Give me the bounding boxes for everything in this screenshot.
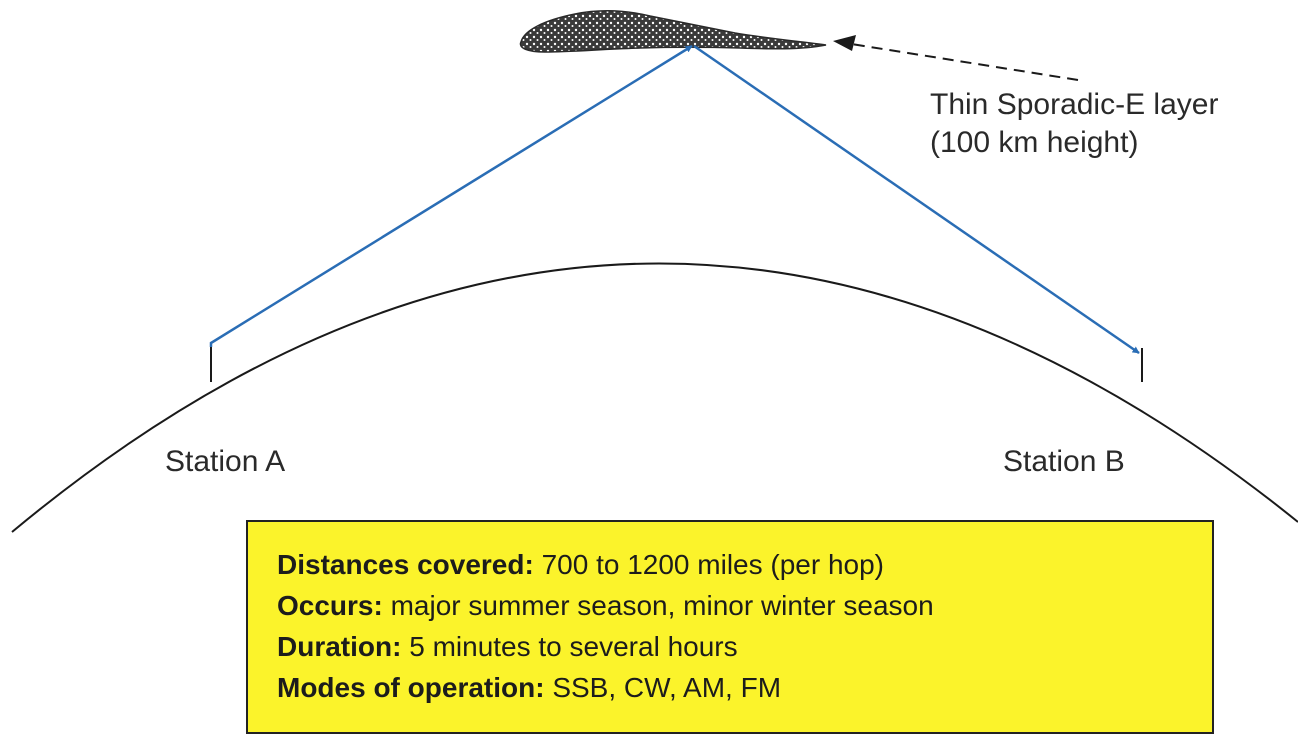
- propagation-info-box: Distances covered: 700 to 1200 miles (pe…: [246, 520, 1214, 734]
- station-b-label: Station B: [1003, 445, 1125, 478]
- info-key: Duration:: [277, 631, 402, 662]
- signal-path-down-arrow: [693, 44, 1140, 355]
- earth-surface-curve: [11, 262, 1298, 533]
- info-row-distances: Distances covered: 700 to 1200 miles (pe…: [277, 544, 1212, 585]
- layer-pointer-arrowhead-icon: [833, 35, 856, 51]
- layer-pointer-dashed-arrow: [844, 42, 1079, 81]
- info-value: SSB, CW, AM, FM: [552, 672, 782, 703]
- sporadic-e-cloud-icon: [519, 10, 827, 53]
- info-key: Occurs:: [277, 590, 383, 621]
- sporadic-e-layer-label: Thin Sporadic-E layer (100 km height): [930, 86, 1218, 162]
- station-a-label: Station A: [165, 445, 286, 478]
- info-value: major summer season, minor winter season: [390, 590, 934, 621]
- layer-label-line-1: Thin Sporadic-E layer: [930, 88, 1219, 121]
- signal-path-up-arrow: [209, 44, 693, 347]
- info-row-duration: Duration: 5 minutes to several hours: [277, 626, 1212, 667]
- info-key: Modes of operation:: [277, 672, 545, 703]
- layer-label-line-2: (100 km height): [930, 126, 1139, 159]
- info-row-occurs: Occurs: major summer season, minor winte…: [277, 585, 1212, 626]
- info-key: Distances covered:: [277, 549, 534, 580]
- info-row-modes: Modes of operation: SSB, CW, AM, FM: [277, 667, 1212, 708]
- info-value: 700 to 1200 miles (per hop): [541, 549, 885, 580]
- info-value: 5 minutes to several hours: [409, 631, 738, 662]
